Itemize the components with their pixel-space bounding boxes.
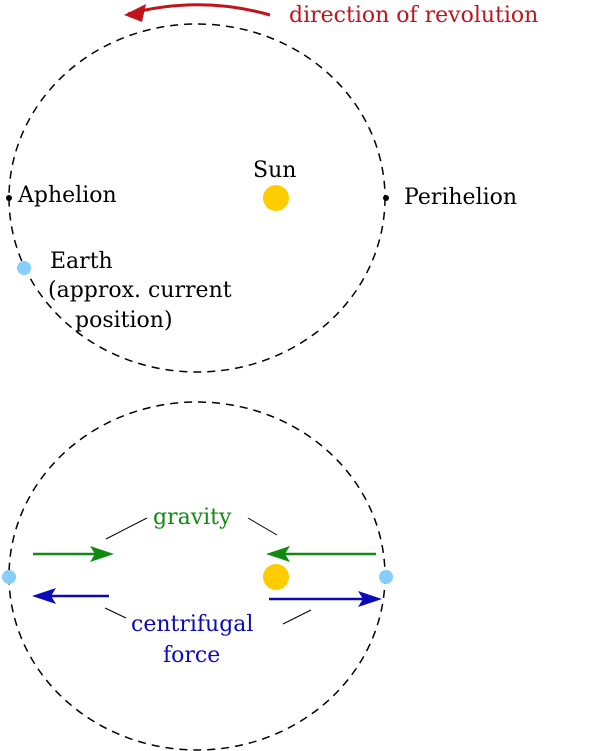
earth-label-line1: Earth — [50, 249, 113, 274]
earth-bottom-right — [379, 570, 393, 584]
centrifugal-arrowhead-left — [32, 588, 56, 604]
perihelion-point — [383, 195, 389, 201]
centrifugal-leader-left — [104, 607, 127, 619]
earth-orbit-bottom — [8, 401, 386, 751]
centrifugal-arrowhead-right — [358, 591, 382, 607]
sun-top — [263, 185, 289, 211]
revolution-arrowhead — [124, 4, 146, 22]
centrifugal-label-line1: centrifugal — [131, 612, 253, 637]
revolution-label: direction of revolution — [289, 3, 538, 28]
earth-bottom-left — [2, 570, 16, 584]
earth-label-line3: position) — [75, 308, 173, 333]
bottom-diagram: gravity centrifugal force — [2, 401, 393, 751]
gravity-label: gravity — [153, 505, 232, 530]
perihelion-label: Perihelion — [404, 185, 517, 210]
aphelion-point — [6, 195, 12, 201]
aphelion-label: Aphelion — [17, 183, 117, 208]
centrifugal-leader-right — [282, 609, 312, 625]
earth-top — [17, 261, 31, 275]
gravity-arrowhead-left — [90, 546, 114, 562]
gravity-leader-right — [247, 517, 278, 536]
earth-label-line2: (approx. current — [48, 278, 232, 303]
sun-bottom — [263, 564, 289, 590]
revolution-arrow — [127, 3, 271, 17]
gravity-arrowhead-right — [266, 546, 290, 562]
top-diagram: direction of revolution Sun Aphelion Per… — [6, 3, 538, 373]
centrifugal-label-line2: force — [163, 643, 220, 668]
sun-label: Sun — [253, 158, 296, 183]
gravity-leader-left — [105, 517, 148, 540]
